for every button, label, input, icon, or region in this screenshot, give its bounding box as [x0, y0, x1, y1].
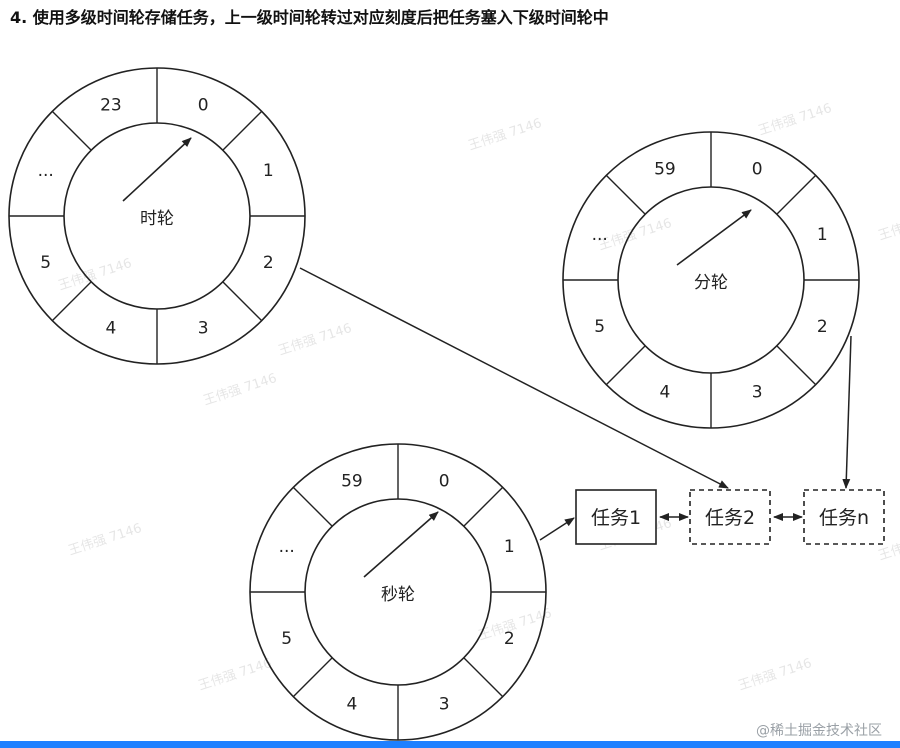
wheel-center-label: 秒轮 — [381, 585, 415, 605]
wheel-slot-label: 4 — [346, 694, 357, 714]
brand-watermark: @稀土掘金技术社区 — [756, 723, 882, 739]
connectors-layer — [299, 267, 852, 541]
wheel-slot-divider — [51, 281, 92, 322]
tasks-layer: 任务1 任务2 任务n — [575, 489, 885, 545]
watermark-text: 王伟强 7146 — [197, 656, 274, 694]
wheel-slot-label: 1 — [817, 225, 828, 245]
wheel-slot-label: 2 — [817, 317, 828, 337]
hour-slot-to-task2-arrow — [299, 267, 729, 489]
task-box: 任务n — [803, 489, 885, 545]
wheel-minute: 59 0 1 2 3 4 5... 分轮 — [562, 131, 860, 429]
wheel-slot-label: 23 — [100, 96, 122, 116]
watermark-text: 王伟强 7146 — [202, 371, 279, 409]
wheel-slot-label: 0 — [198, 96, 209, 116]
watermark-text: 王伟强 7146 — [277, 321, 354, 359]
wheel-pointer-hand — [122, 137, 192, 202]
watermark-text: 王伟强 7146 — [67, 521, 144, 559]
task-box-border — [689, 489, 771, 545]
wheel-slot-label: 2 — [263, 253, 274, 273]
task-box: 任务1 — [575, 489, 657, 545]
watermark-text: 王伟强 7146 — [737, 656, 814, 694]
minute-slot-to-taskn-arrow — [842, 335, 852, 489]
wheel-slot-label: 0 — [752, 160, 763, 180]
wheel-slot-label: ... — [38, 161, 54, 181]
watermark-text: 王伟强 7146 — [597, 216, 674, 254]
wheel-slot-divider — [605, 345, 646, 386]
wheel-pointer-hand — [676, 209, 752, 266]
wheel-pointer-hand — [363, 511, 439, 578]
task-box: 任务2 — [689, 489, 771, 545]
wheel-slot-divider — [292, 657, 333, 698]
watermark-layer: 王伟强 7146 王伟强 7146 王伟强 7146 王伟强 7146 王伟强 7146… — [57, 101, 900, 694]
wheel-slot-label: 3 — [439, 694, 450, 714]
task-label: 任务n — [819, 507, 869, 529]
wheel-slot-divider — [605, 174, 646, 215]
page-title: 4. 使用多级时间轮存储任务，上一级时间轮转过对应刻度后把任务塞入下级时间轮中 — [10, 8, 609, 27]
wheel-slot-label: 1 — [263, 161, 274, 181]
task-label: 任务1 — [591, 507, 641, 529]
wheel-slot-label: 3 — [198, 318, 209, 338]
wheel-slot-label: ... — [592, 225, 608, 245]
task-label: 任务2 — [705, 507, 755, 529]
second-slot-to-task1-arrow — [539, 517, 575, 541]
wheel-slot-label: 59 — [654, 160, 676, 180]
wheel-slot-label: 2 — [504, 629, 515, 649]
watermark-text: 王伟强 7146 — [467, 116, 544, 154]
wheel-center-label: 时轮 — [140, 209, 174, 229]
wheel-slot-label: 5 — [594, 317, 605, 337]
wheel-slot-divider — [222, 281, 263, 322]
wheel-slot-divider — [222, 110, 263, 151]
watermark-text: 王伟强 7146 — [877, 206, 900, 244]
wheel-slot-divider — [292, 486, 333, 527]
wheel-slot-label: 4 — [659, 382, 670, 402]
wheel-slot-divider — [463, 657, 504, 698]
wheel-second: 59 0 1 2 3 4 5... 秒轮 — [249, 443, 547, 741]
wheel-slot-label: 1 — [504, 537, 515, 557]
wheel-slot-divider — [776, 345, 817, 386]
wheel-slot-divider — [463, 486, 504, 527]
watermark-text: 王伟强 7146 — [57, 256, 134, 294]
wheel-slot-label: ... — [279, 537, 295, 557]
wheel-slot-label: 3 — [752, 382, 763, 402]
wheel-slot-divider — [776, 174, 817, 215]
wheel-slot-label: 5 — [281, 629, 292, 649]
watermark-text: 王伟强 7146 — [757, 101, 834, 139]
task-box-border — [575, 489, 657, 545]
wheel-slot-divider — [51, 110, 92, 151]
wheel-slot-label: 4 — [105, 318, 116, 338]
wheel-slot-label: 0 — [439, 472, 450, 492]
footer-bar — [0, 741, 900, 748]
wheel-slot-label: 59 — [341, 472, 363, 492]
task-box-border — [803, 489, 885, 545]
wheel-center-label: 分轮 — [694, 273, 728, 293]
wheel-slot-label: 5 — [40, 253, 51, 273]
